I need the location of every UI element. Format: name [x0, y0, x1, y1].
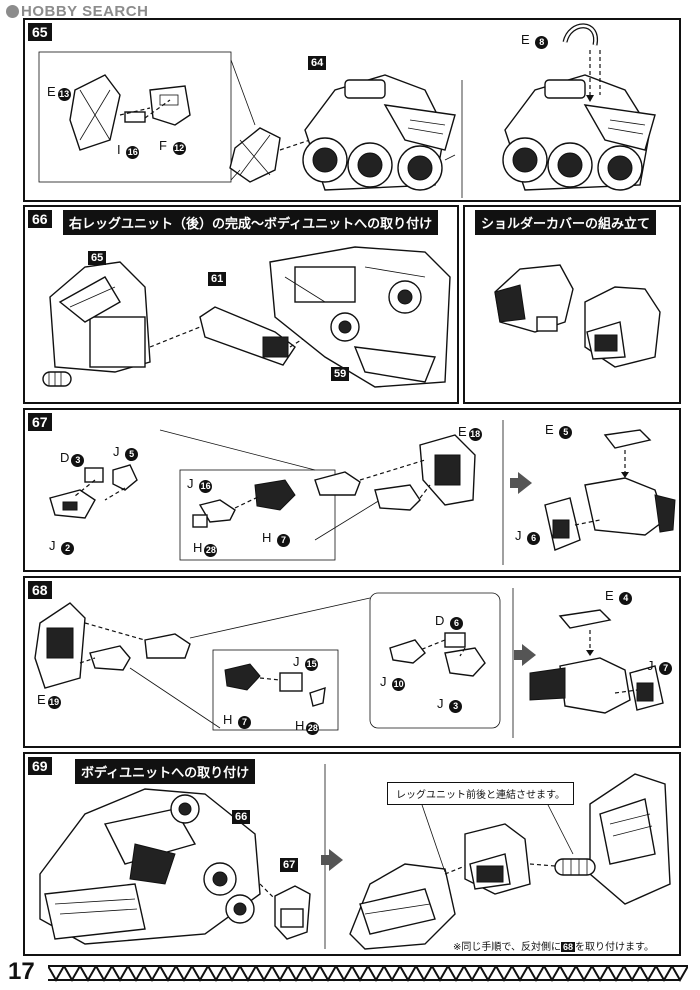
part-label-j2: J 2 — [49, 538, 75, 555]
part-label-j6: J 6 — [515, 528, 541, 545]
part-label-i16: I 16 — [117, 142, 140, 159]
ref-step-65: 65 — [88, 251, 107, 265]
shoulder-cover-title: ショルダーカバーの組み立て — [475, 210, 657, 235]
step-number: 68 — [28, 581, 52, 599]
part-label-d6: D 6 — [435, 613, 464, 630]
step-number: 67 — [28, 413, 52, 431]
ref-step-64: 64 — [308, 56, 327, 70]
arrow-stem — [510, 478, 518, 488]
part-label-h7: H 7 — [223, 712, 252, 729]
ref-step-59: 59 — [331, 367, 350, 381]
step-number: 65 — [28, 23, 52, 41]
step-67-illustration — [49, 420, 676, 565]
part-label-j3: J 3 — [437, 696, 463, 713]
step-69-illustration — [39, 764, 671, 950]
ref-step-66: 66 — [232, 810, 251, 824]
part-label-e4: E 4 — [605, 588, 633, 605]
cover-part — [69, 74, 121, 151]
step-68-illustration — [34, 588, 664, 738]
arrow-icon — [522, 644, 536, 666]
step-66-illustration — [42, 246, 451, 388]
ref-step-61: 61 — [208, 272, 227, 286]
part-label-f12: F 12 — [159, 138, 186, 155]
step-69-panel: 69 ボディユニットへの取り付け — [23, 752, 681, 956]
decorative-border — [48, 965, 688, 983]
step-number: 66 — [28, 210, 52, 228]
callout-note: レッグユニット前後と連結させます。 — [387, 782, 574, 805]
ref-step-68: 68 — [560, 942, 575, 952]
step-69-title: ボディユニットへの取り付け — [75, 759, 256, 784]
arrow-stem — [321, 855, 329, 865]
watermark: HOBBY SEARCH — [6, 3, 148, 20]
logo-icon — [6, 5, 19, 18]
page-number: 17 — [8, 958, 35, 985]
shoulder-cover-panel: ショルダーカバーの組み立て — [463, 205, 681, 404]
arrow-stem — [514, 650, 522, 660]
part-label-j5: J 5 — [113, 444, 139, 461]
arrow-icon — [329, 849, 343, 871]
step-66-title: 右レッグユニット（後）の完成〜ボディユニットへの取り付け — [63, 210, 439, 235]
arrow-icon — [518, 472, 532, 494]
step-65-illustration — [38, 23, 656, 198]
part-label-j10: J 10 — [380, 674, 406, 691]
shoulder-cover-illustration — [494, 264, 661, 368]
part-label-h7: H 7 — [262, 530, 291, 547]
bracket-part — [149, 85, 191, 126]
step-65-panel: 65 — [23, 18, 681, 202]
step-66-panel: 66 右レッグユニット（後）の完成〜ボディユニットへの取り付け 65 61 59 — [23, 205, 459, 404]
part-label-j15: J 15 — [293, 654, 319, 671]
inset-box — [38, 51, 232, 183]
part-label-e5: E 5 — [545, 422, 573, 439]
step-number: 69 — [28, 757, 52, 775]
part-label-j7: J 7 — [647, 658, 673, 675]
part-label-e8: E 8 — [521, 32, 549, 49]
ref-step-67: 67 — [280, 858, 299, 872]
part-label-j16: J 16 — [187, 476, 213, 493]
